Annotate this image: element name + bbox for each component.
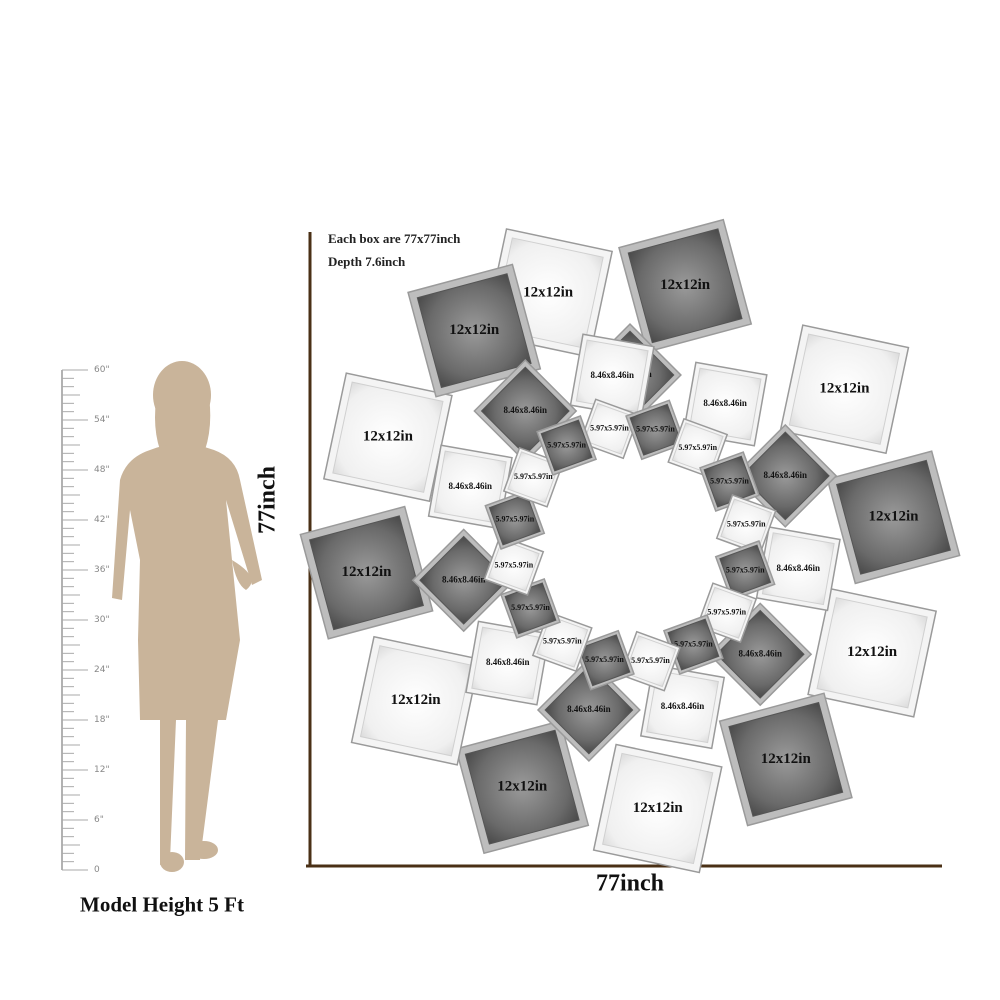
middle-box: 8.46x8.46in — [755, 526, 841, 612]
middle-box: 8.46x8.46in — [411, 528, 516, 633]
inner-box: 5.97x5.97in — [625, 399, 686, 461]
inner-box: 5.97x5.97in — [484, 489, 546, 550]
ruler-tick-label: 6" — [94, 815, 104, 825]
box-size-label: 5.97x5.97in — [726, 565, 765, 574]
box-size-label: 12x12in — [497, 779, 548, 795]
model-height-caption: Model Height 5 Ft — [80, 892, 244, 917]
inner-box: 5.97x5.97in — [699, 451, 760, 513]
box-size-label: 5.97x5.97in — [674, 639, 713, 648]
box-size-label: 5.97x5.97in — [514, 472, 553, 481]
box-size-label: 8.46x8.46in — [504, 405, 548, 415]
cube-shelf-flower: 12x12in 12x12in 12x12in 12x12in 12x12in 12x12… — [299, 218, 961, 874]
outer-box: 12x12in — [618, 218, 753, 353]
middle-box: 8.46x8.46in — [733, 423, 838, 528]
box-size-label: 8.46x8.46in — [567, 704, 611, 714]
middle-box: 8.46x8.46in — [569, 333, 655, 419]
box-size-label: 5.97x5.97in — [707, 608, 746, 617]
height-ruler — [61, 369, 88, 871]
ruler-tick-label: 36" — [94, 565, 110, 575]
outer-box: 12x12in — [826, 450, 961, 585]
inner-box: 5.97x5.97in — [502, 446, 564, 508]
middle-box: 8.46x8.46in — [536, 658, 641, 762]
box-size-label: 8.46x8.46in — [703, 398, 747, 408]
box-size-label: 8.46x8.46in — [449, 481, 493, 491]
box-size-label: 12x12in — [391, 692, 442, 708]
inner-box: 5.97x5.97in — [531, 611, 593, 673]
box-size-label: 8.46x8.46in — [777, 563, 821, 573]
ruler-tick-label: 54" — [94, 415, 110, 425]
outer-box: 12x12in — [592, 743, 723, 874]
width-dimension-label: 77inch — [595, 870, 665, 897]
ruler-tick-label: 42" — [94, 515, 110, 525]
box-size-label: 5.97x5.97in — [511, 603, 550, 612]
box-size-label: 12x12in — [660, 277, 711, 293]
ruler-tick-label: 18" — [94, 715, 110, 725]
inner-box: 5.97x5.97in — [714, 540, 776, 601]
box-size-label: 5.97x5.97in — [585, 655, 624, 664]
box-size-label: 5.97x5.97in — [590, 424, 629, 433]
box-size-label: 5.97x5.97in — [631, 656, 670, 665]
outer-box: 12x12in — [322, 372, 453, 503]
box-size-label: 12x12in — [449, 322, 500, 338]
outer-box: 12x12in — [807, 587, 938, 718]
inner-box: 5.97x5.97in — [483, 535, 545, 596]
inner-box: 5.97x5.97in — [662, 614, 724, 675]
outer-box: 12x12in — [299, 505, 434, 640]
depth-note: Depth 7.6inch — [328, 254, 406, 269]
box-size-note: Each box are 77x77inch — [328, 231, 461, 246]
ruler-tick-label: 60" — [94, 365, 110, 375]
middle-box: 8.46x8.46in — [465, 620, 551, 706]
box-size-label: 8.46x8.46in — [764, 470, 808, 480]
box-size-label: 12x12in — [523, 284, 574, 300]
box-size-label: 8.46x8.46in — [442, 574, 486, 584]
box-size-label: 12x12in — [761, 751, 812, 767]
outer-box: 12x12in — [779, 324, 910, 455]
ruler-tick-label: 48" — [94, 465, 110, 475]
middle-box: 8.46x8.46in — [682, 361, 768, 447]
box-size-label: 8.46x8.46in — [661, 701, 705, 711]
ruler-tick-label: 24" — [94, 665, 110, 675]
ruler-tick-label: 12" — [94, 765, 110, 775]
height-dimension-label: 77inch — [254, 465, 281, 535]
box-size-label: 5.97x5.97in — [636, 425, 675, 434]
ruler-tick-label: 30" — [94, 615, 110, 625]
box-size-label: 12x12in — [819, 381, 870, 397]
inner-box: 5.97x5.97in — [536, 415, 598, 476]
box-size-label: 5.97x5.97in — [495, 514, 534, 523]
box-size-label: 5.97x5.97in — [494, 560, 533, 569]
box-size-label: 8.46x8.46in — [486, 657, 530, 667]
box-size-label: 5.97x5.97in — [547, 440, 586, 449]
box-size-label: 5.97x5.97in — [727, 519, 766, 528]
box-size-label: 5.97x5.97in — [543, 637, 582, 646]
box-size-label: 5.97x5.97in — [678, 443, 717, 452]
box-size-label: 8.46x8.46in — [590, 370, 634, 380]
box-size-label: 12x12in — [633, 800, 684, 816]
box-size-label: 12x12in — [868, 509, 919, 525]
box-size-label: 5.97x5.97in — [710, 476, 749, 485]
box-size-label: 12x12in — [363, 429, 414, 445]
middle-box: 8.46x8.46in — [708, 602, 813, 707]
ruler-tick-label: 0 — [94, 865, 100, 875]
inner-box: 5.97x5.97in — [715, 494, 777, 555]
outer-box: 12x12in — [407, 263, 542, 398]
inner-box: 5.97x5.97in — [579, 398, 640, 460]
outer-box: 12x12in — [455, 720, 590, 855]
outer-box: 12x12in — [718, 692, 853, 827]
box-size-label: 8.46x8.46in — [738, 648, 782, 658]
inner-box: 5.97x5.97in — [500, 577, 561, 639]
inner-box: 5.97x5.97in — [574, 629, 635, 691]
model-silhouette — [112, 361, 262, 872]
inner-box: 5.97x5.97in — [620, 630, 681, 692]
box-size-label: 12x12in — [847, 644, 898, 660]
outer-box: 12x12in — [350, 635, 481, 766]
box-size-label: 12x12in — [341, 564, 392, 580]
